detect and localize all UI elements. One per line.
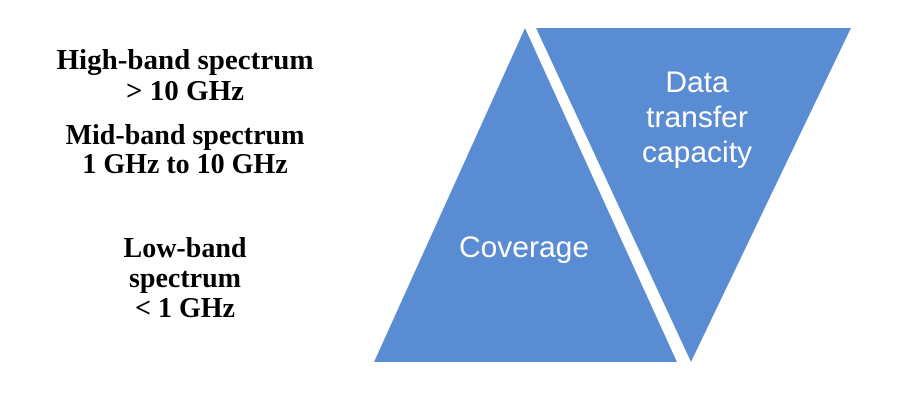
- high-band-line-2: > 10 GHz: [125, 75, 244, 107]
- capacity-line-3: capacity: [641, 136, 753, 169]
- mid-band-line-1: Mid-band spectrum: [65, 120, 305, 151]
- low-band-label: Low-band spectrum < 1 GHz: [20, 234, 350, 324]
- coverage-label: Coverage: [458, 231, 590, 264]
- high-band-label: High-band spectrum > 10 GHz: [20, 45, 350, 107]
- low-band-line-1: Low-band: [123, 233, 247, 264]
- capacity-triangle: [536, 28, 851, 362]
- high-band-line-1: High-band spectrum: [56, 44, 314, 76]
- mid-band-label: Mid-band spectrum 1 GHz to 10 GHz: [20, 121, 350, 179]
- low-band-line-2: spectrum: [129, 263, 241, 294]
- capacity-line-2: transfer: [646, 101, 748, 134]
- capacity-line-1: Data: [665, 66, 729, 99]
- low-band-line-3: < 1 GHz: [135, 293, 235, 324]
- spectrum-labels-column: High-band spectrum > 10 GHz Mid-band spe…: [20, 0, 350, 402]
- mid-band-line-2: 1 GHz to 10 GHz: [82, 149, 288, 180]
- coverage-triangle: [374, 28, 677, 362]
- capacity-label: Data transfer capacity: [597, 65, 797, 170]
